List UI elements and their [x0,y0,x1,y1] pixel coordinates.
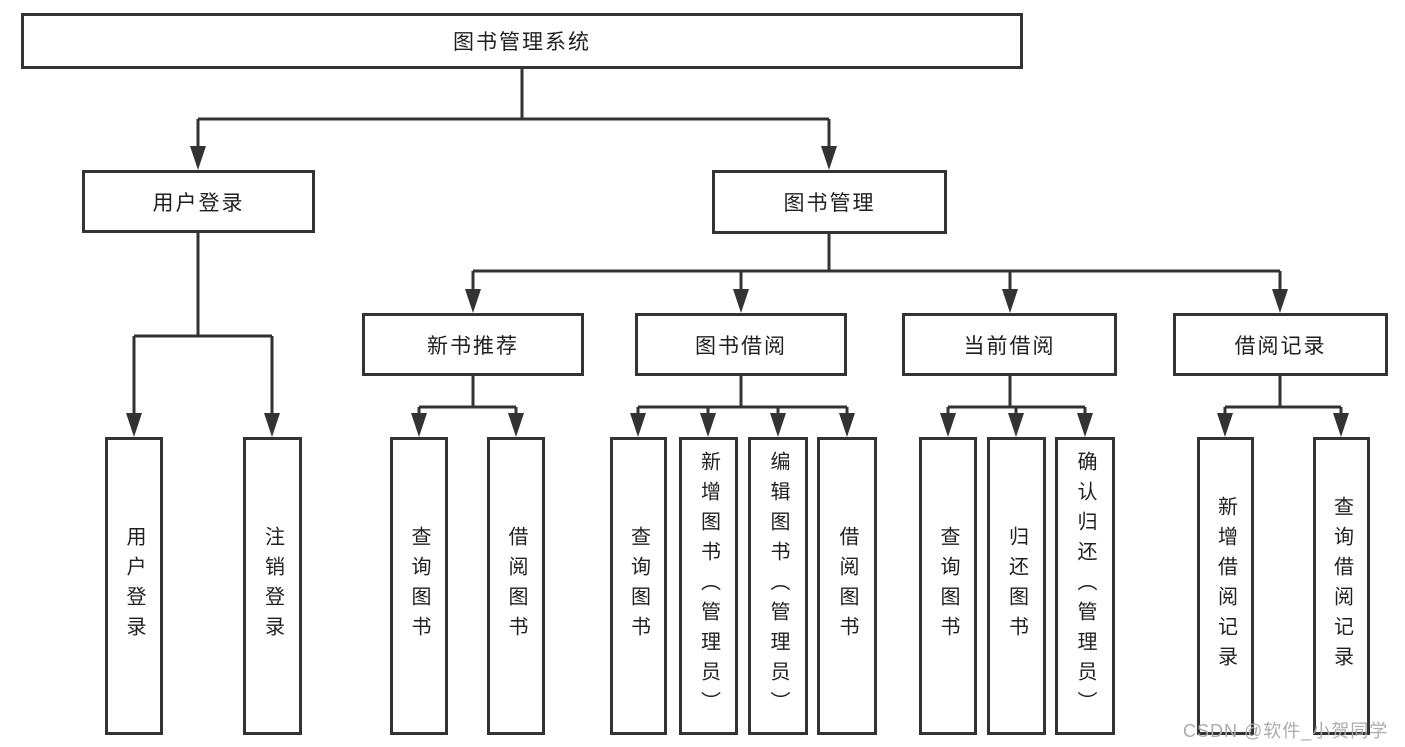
leaf-edit-books-admin: 编辑图书（管理员） [748,437,808,735]
node-book-borrow: 图书借阅 [635,313,847,376]
leaf-logout: 注销登录 [243,437,302,735]
leaf-user-login: 用户登录 [105,437,163,735]
leaf-confirm-return-admin: 确认归还（管理员） [1055,437,1115,735]
leaf-add-borrow-record: 新增借阅记录 [1197,437,1254,735]
node-book-management: 图书管理 [712,170,947,234]
node-new-book-recommend: 新书推荐 [362,313,584,376]
node-user-login: 用户登录 [82,170,315,233]
csdn-watermark: CSDN @软件_小贺同学 [1183,721,1389,741]
arrowheads [126,146,1349,437]
node-current-borrow: 当前借阅 [902,313,1117,376]
leaf-borrow-books-recommend: 借阅图书 [487,437,545,735]
leaf-return-books: 归还图书 [987,437,1046,735]
leaf-add-books-admin: 新增图书（管理员） [679,437,738,735]
node-borrow-records: 借阅记录 [1173,313,1388,376]
node-library-management-system: 图书管理系统 [21,13,1023,69]
leaf-query-borrow-record: 查询借阅记录 [1313,437,1370,735]
leaf-query-books-current: 查询图书 [919,437,977,735]
leaf-borrow-books: 借阅图书 [817,437,877,735]
leaf-query-books-borrow: 查询图书 [610,437,667,735]
leaf-query-books-recommend: 查询图书 [390,437,448,735]
